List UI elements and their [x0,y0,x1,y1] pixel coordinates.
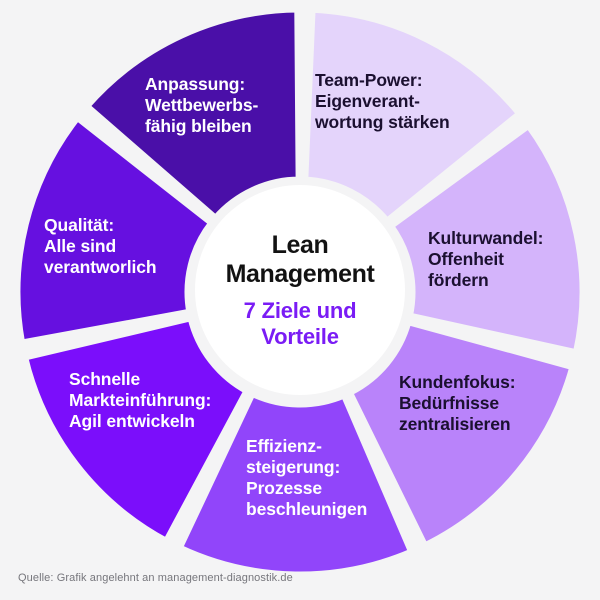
source-note: Quelle: Grafik angelehnt an management-d… [18,572,293,584]
page-subtitle: 7 Ziele und Vorteile [243,297,357,349]
page-title: Lean Management [225,230,375,288]
segment-team-power[interactable] [301,5,524,225]
segment-qualitaet[interactable] [13,113,216,347]
segment-effizienzsteigerung[interactable] [175,389,416,579]
center-hub: Lean Management 7 Ziele und Vorteile [195,185,405,395]
donut-segments [13,5,587,579]
segment-anpassung[interactable] [82,5,303,222]
segment-kundenfokus[interactable] [345,318,577,550]
segment-kulturwandel[interactable] [386,121,587,357]
segment-markteinfuehrung[interactable] [21,314,251,545]
